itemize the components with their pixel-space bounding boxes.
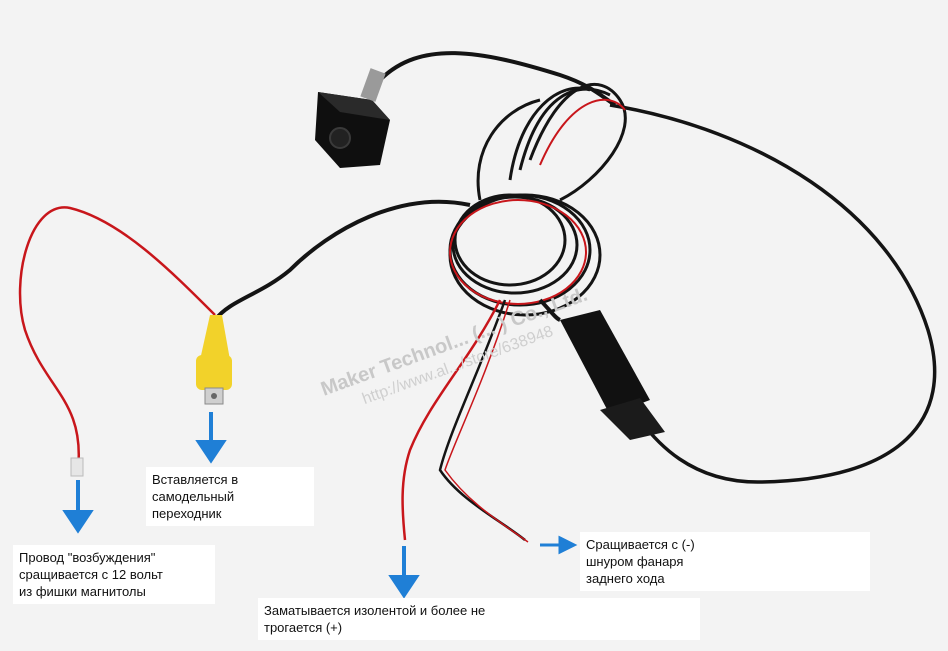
rca-connector <box>196 315 232 405</box>
arrow-right-minus <box>540 535 578 555</box>
red-minus-wire <box>444 299 529 543</box>
callout-line: трогается (+) <box>264 620 343 635</box>
wire-tip-connector <box>70 457 84 477</box>
callout-line: Вставляется в <box>152 472 239 487</box>
callout-line: заднего хода <box>586 571 665 586</box>
callout-insulate: Заматывается изолентой и более не трогае… <box>258 598 700 640</box>
black-cable-loop <box>609 103 937 484</box>
callout-line: самодельный <box>152 489 235 504</box>
red-trigger-wire <box>18 206 216 471</box>
black-video-cable <box>213 199 471 322</box>
camera <box>315 68 390 168</box>
callout-splice-minus: Сращивается с (-) шнуром фанаря заднего … <box>580 532 870 591</box>
callout-adapter: Вставляется в самодельный переходник <box>146 467 314 526</box>
cable-coil <box>448 83 627 317</box>
arrow-down-excitation <box>62 480 94 534</box>
callout-line: переходник <box>152 506 222 521</box>
red-plus-wire <box>401 299 502 541</box>
callout-line: Провод "возбуждения" <box>19 550 156 565</box>
arrow-down-insulate <box>388 546 420 599</box>
arrow-down-adapter <box>195 412 227 464</box>
callout-line: сращивается с 12 вольт <box>19 567 163 582</box>
callout-line: Сращивается с (-) <box>586 537 695 552</box>
callout-line: шнуром фанаря <box>586 554 684 569</box>
red-wire-coil <box>449 98 626 305</box>
callout-line: из фишки магнитолы <box>19 584 146 599</box>
callout-line: Заматывается изолентой и более не <box>264 603 486 618</box>
callout-excitation-wire: Провод "возбуждения" сращивается с 12 во… <box>13 545 215 604</box>
camera-cable <box>378 51 617 107</box>
inline-connector <box>538 298 665 440</box>
